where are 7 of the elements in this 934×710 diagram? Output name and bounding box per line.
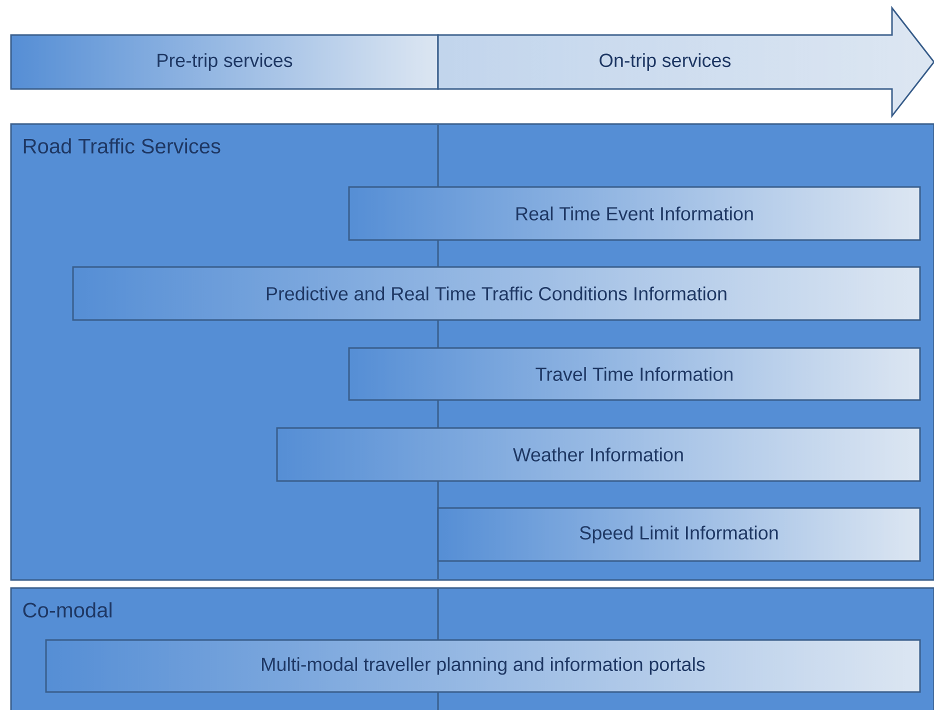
service-bar: Multi-modal traveller planning and information portals	[45, 639, 921, 693]
phase-box: Pre-trip services	[10, 34, 439, 90]
service-bar: Predictive and Real Time Traffic Conditions Information	[72, 266, 921, 321]
service-bar: Speed Limit Information	[437, 507, 921, 562]
service-bar: Travel Time Information	[348, 347, 921, 401]
service-bar: Weather Information	[276, 427, 921, 482]
service-bar: Real Time Event Information	[348, 186, 921, 241]
